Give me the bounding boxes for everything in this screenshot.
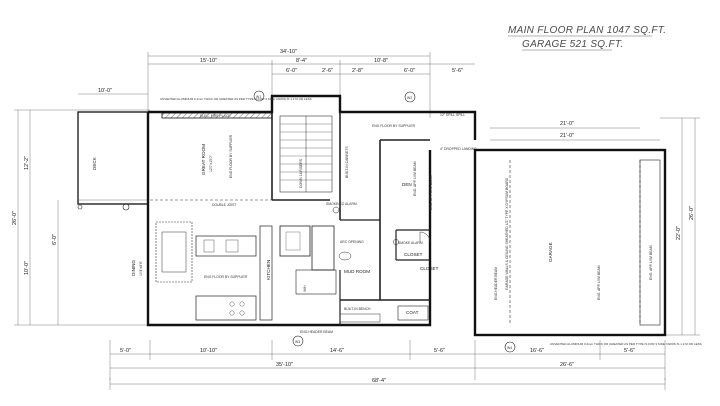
garage-title: GARAGE 521 SQ.FT. [522, 39, 623, 50]
top-dimensions: 34'-10" 15'-10" 8'-4" 10'-8" 5'-6" 6'-0"… [78, 49, 475, 118]
eng-beam-left: ENG. APP. LVM BEAM [413, 161, 417, 196]
right-dimensions: 26'-0" 22'-0" 21'-0" 21'-0" [490, 117, 700, 336]
main-floor-title: MAIN FLOOR PLAN 1047 SQ.FT. [508, 25, 666, 36]
window-note-w1: UNVENTED ALUMINUM 0.4mm THICK OR GREATER… [160, 97, 312, 101]
header-beam-bottom: ENG.HEADER BEAM [300, 330, 333, 334]
dim-right-a: 22'-0" [676, 226, 682, 240]
dim-bottom-f: 5'-6" [624, 348, 635, 354]
deck-label: DECK [92, 156, 97, 170]
stairs: DOWN 14 RISERS [279, 115, 333, 193]
dim-right-b: 21'-0" [560, 133, 574, 139]
double-joist: DOUBLE JOIST [212, 203, 237, 207]
fireplace-label: ELEC. FIRE PLACE [200, 114, 231, 118]
bottom-dimensions: 5'-0" 10'-10" 14'-6" 5'-6" 16'-6" 5'-6" … [109, 340, 666, 390]
dim-left-a: 12'-2" [24, 156, 30, 170]
great-room-label: GREAT ROOM [201, 144, 206, 175]
dim-top-right: 10'-8" [374, 58, 388, 64]
callout-w3: W3 [295, 340, 300, 344]
dim-deck-width: 10'-0" [98, 88, 112, 94]
dim-bottom-d: 5'-6" [434, 348, 445, 354]
dining: DINING 10'4"x8'4" [131, 221, 193, 283]
smoke-alarm-lower: SMOKE ALARM [398, 241, 423, 245]
callout-w4: W4 [507, 346, 512, 350]
window-note-w2: UNVENTED ALUMINUM 0.4mm THICK OR GREATER… [550, 342, 702, 346]
dim-top-right-end: 5'-6" [452, 68, 463, 74]
dim-top-left: 15'-10" [200, 58, 217, 64]
dim-upper-d: 6'-0" [404, 68, 415, 74]
den-label: DEN [402, 182, 412, 187]
window-callouts: W1 W2 W3 W4 [253, 90, 516, 353]
fireplace: ELEC. FIRE PLACE [161, 112, 273, 119]
smoke-alarm-upper-icon [332, 206, 340, 214]
callout-w1: W1 [256, 95, 261, 99]
dim-total-garage: 26'-6" [560, 362, 574, 368]
smoke-alarm-upper: SMOKE/CO ALARM [326, 202, 357, 206]
dim-top-mid: 8'-4" [296, 58, 307, 64]
header-beam-garage: ENG.HEADER BEAM [494, 267, 498, 300]
dim-upper-c: 2'-8" [352, 68, 363, 74]
deck: DECK [77, 111, 149, 211]
dim-bottom-a: 5'-0" [120, 348, 131, 354]
down-stairs-label: DOWN 14 RISERS [299, 158, 303, 188]
eng-beam-left-2: ENG. APP. LVM BEAM [429, 175, 433, 210]
eng-floor-left: ENG FLOOR BY SUPPLIER [229, 134, 233, 178]
eng-floor-right: ENG FLOOR BY SUPPLIER [372, 124, 416, 128]
eng-beam-garage-2: ENG. APP. LVM BEAM [649, 245, 653, 280]
arc-opening: ARC OPENING [340, 240, 364, 244]
dim-upper-b: 2'-6" [322, 68, 333, 74]
powder-room: ARC OPENING MUD ROOM W/H BUILT-IN BENCH [279, 225, 381, 323]
dim-left-b: 10'-0" [24, 261, 30, 275]
dim-overall-top: 34'-10" [280, 49, 297, 55]
closet-label-2: CLOSET [420, 266, 439, 271]
dining-label: DINING [131, 259, 136, 276]
dim-upper-a: 6'-0" [286, 68, 297, 74]
garage: GARAGE GARAGE WALLS & CEILING SHEATHED 1… [473, 148, 667, 337]
built-in-bench: BUILT-IN BENCH [344, 307, 371, 311]
coat-label: COAT [406, 310, 419, 315]
dim-left-c: 6'-0" [52, 234, 58, 245]
garage-note: GARAGE WALLS & CEILING SHEATHED 1/2" TYP… [505, 177, 509, 290]
kitchen-eng-floor: ENG FLOOR BY SUPPLIER [204, 275, 248, 279]
eng-beam-garage: ENG. APP. LVM BEAM [597, 265, 601, 300]
dining-size: 10'4"x8'4" [139, 260, 143, 276]
dim-overall-bottom: 68'-4" [372, 378, 386, 384]
callout-w2: W2 [407, 96, 412, 100]
dim-bottom-e: 16'-6" [530, 348, 544, 354]
built-in-cabinets: BUILT-IN CABINETS [345, 146, 349, 178]
garage-label: GARAGE [548, 242, 553, 262]
dim-total-house: 35'-10" [276, 362, 293, 368]
dim-bottom-c: 14'-6" [330, 348, 344, 354]
dim-left-total: 26'-0" [12, 211, 18, 225]
stair-marker-icon [122, 203, 130, 211]
dim-right-total: 26'-0" [689, 206, 695, 220]
kitchen-label: KITCHEN [266, 260, 271, 280]
smoke-alarm-lower-icon [393, 239, 399, 245]
kitchen: KITCHEN ENG FLOOR BY SUPPLIER [195, 225, 273, 321]
left-dimensions: 26'-0" 12'-2" 10'-0" 6'-0" [12, 109, 150, 326]
wh-label: W/H [303, 285, 307, 292]
den-area: DEN SMOKE ALARM CLOSET CLOSET COAT [393, 182, 439, 321]
closet-label: CLOSET [404, 252, 423, 257]
dim-right-c: 21'-0" [560, 121, 574, 127]
spill-note: 12" SPILL SPILL [440, 113, 465, 117]
dim-bottom-b: 10'-10" [200, 348, 217, 354]
great-room-size: 12'0"x15'0" [209, 154, 213, 172]
dropped-landing: 4" DROPPED LANDING [440, 147, 477, 151]
mud-room-label: MUD ROOM [344, 269, 370, 274]
house-walls [146, 94, 477, 327]
